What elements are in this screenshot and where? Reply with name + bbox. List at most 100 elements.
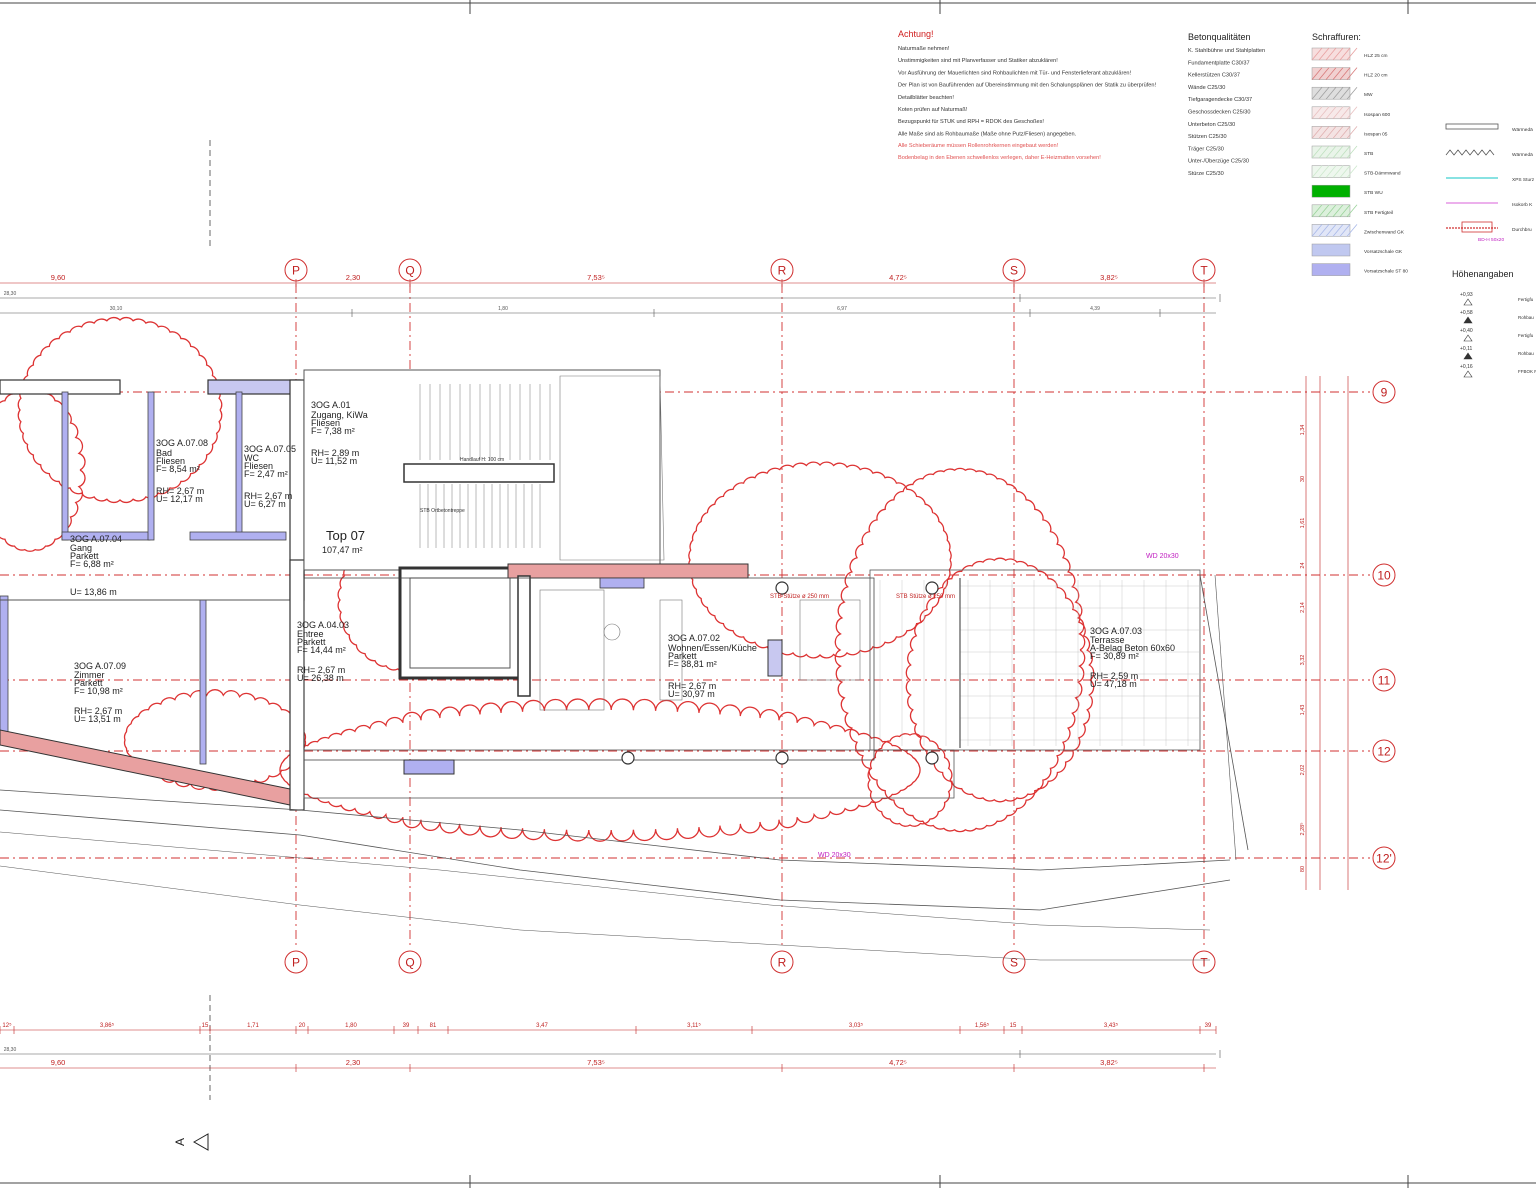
svg-text:Wohnen/Essen/Küche: Wohnen/Essen/Küche bbox=[668, 643, 757, 653]
grid-bubble bbox=[1372, 563, 1396, 587]
svg-text:U= 30,97 m: U= 30,97 m bbox=[668, 689, 715, 699]
grid-letter: R bbox=[778, 264, 787, 278]
dimension-label: 3,11⁵ bbox=[687, 1022, 701, 1029]
grid-bubble bbox=[1372, 739, 1396, 763]
svg-text:3OG A.07.08: 3OG A.07.08 bbox=[156, 438, 208, 448]
concrete-item: Kellerstützen C30/37 bbox=[1188, 73, 1240, 79]
hatch-label: HLZ 25 cm bbox=[1364, 53, 1387, 59]
svg-text:U= 11,52 m: U= 11,52 m bbox=[311, 456, 357, 466]
note-line: Alle Maße sind als Rohbaumaße (Maße ohne… bbox=[898, 131, 1077, 137]
svg-text:3OG A.01: 3OG A.01 bbox=[311, 400, 351, 410]
hatch-label: Vorsatzschale ST 80 bbox=[1364, 269, 1408, 275]
wd-label-2: WD 20x30 bbox=[818, 852, 851, 859]
height-value: +0,40 bbox=[1460, 328, 1473, 334]
grid-letter: Q bbox=[405, 264, 414, 278]
svg-text:F= 6,88 m²: F= 6,88 m² bbox=[70, 559, 114, 569]
room-wohnen: 3OG A.07.02 Wohnen/Essen/Küche Parkett F… bbox=[668, 633, 757, 699]
svg-text:F= 30,89 m²: F= 30,89 m² bbox=[1090, 651, 1139, 661]
height-value: +0,11 bbox=[1460, 346, 1472, 352]
concrete-qualities: Betonqualitäten K. Stahlbühne und Stahlp… bbox=[1188, 32, 1265, 177]
svg-text:Parkett: Parkett bbox=[297, 637, 326, 647]
svg-text:Parkett: Parkett bbox=[74, 678, 103, 688]
room-zimmer: 3OG A.07.09 Zimmer Parkett F= 10,98 m² R… bbox=[74, 661, 126, 724]
svg-text:F= 10,98 m²: F= 10,98 m² bbox=[74, 686, 123, 696]
dimension-label: 15 bbox=[202, 1023, 209, 1029]
note-line: Bezugspunkt für STUK und RPH = RDOK des … bbox=[898, 119, 1044, 125]
svg-text:Fliesen: Fliesen bbox=[156, 456, 185, 466]
grid-number: 10 bbox=[1377, 569, 1391, 583]
dimension-label: 81 bbox=[430, 1023, 437, 1029]
dimension-label: 39 bbox=[1205, 1023, 1212, 1029]
room-bad: 3OG A.07.08 Bad Fliesen F= 8,54 m² RH= 2… bbox=[156, 438, 208, 504]
grid-letter: S bbox=[1010, 264, 1018, 278]
grid-letter: T bbox=[1200, 956, 1208, 970]
dimension-label: 2,30 bbox=[346, 1058, 361, 1067]
grid-bubble bbox=[1192, 950, 1216, 974]
dimension-label: 80 bbox=[1300, 866, 1306, 872]
dimension-label: 3,43⁵ bbox=[1104, 1022, 1119, 1029]
svg-text:Fliesen: Fliesen bbox=[244, 461, 273, 471]
svg-text:3OG A.07.09: 3OG A.07.09 bbox=[74, 661, 126, 671]
svg-text:3OG A.07.05: 3OG A.07.05 bbox=[244, 444, 296, 454]
note-line: Naturmaße nehmen! bbox=[898, 46, 950, 52]
grid-number: 9 bbox=[1381, 386, 1388, 400]
legend-right-label: Durchbru bbox=[1512, 227, 1532, 233]
note-warning-line: Bodenbelag in den Ebenen schwellenlos ve… bbox=[898, 155, 1101, 161]
hatch-label: Isospan 05 bbox=[1364, 131, 1388, 137]
svg-text:Terrasse: Terrasse bbox=[1090, 635, 1125, 645]
column-label-1: STB Stütze ø 250 mm bbox=[770, 594, 829, 600]
height-value: +0,93 bbox=[1460, 292, 1473, 298]
concrete-item: Unterbeton C25/30 bbox=[1188, 122, 1235, 128]
dimension-label: 1,80 bbox=[498, 306, 508, 312]
dimension-label: 15 bbox=[1010, 1023, 1017, 1029]
stair-label: STB Ortbetontreppe bbox=[420, 508, 465, 514]
dimension-label: 28,30 bbox=[4, 1047, 17, 1053]
dimension-label: 7,53⁵ bbox=[587, 273, 605, 282]
hatch-label: Isospan 600 bbox=[1364, 112, 1390, 118]
dimension-label: 4,39 bbox=[1090, 306, 1100, 312]
legend-right-label: Wärmedä bbox=[1512, 152, 1533, 158]
height-label: Fertigfu bbox=[1518, 297, 1534, 302]
dimension-label: 1,80 bbox=[345, 1023, 357, 1029]
concrete-item: Stützen C25/30 bbox=[1188, 134, 1227, 140]
grid-bubble bbox=[1372, 380, 1396, 404]
dimension-label: 39 bbox=[403, 1023, 410, 1029]
dimension-label: 1,43 bbox=[1300, 705, 1306, 716]
concrete-item: Fundamentplatte C30/37 bbox=[1188, 60, 1250, 66]
dimension-label: 24 bbox=[1300, 562, 1306, 568]
dimension-label: 1,56⁵ bbox=[975, 1022, 990, 1029]
note-line: Unstimmigkeiten sind mit Planverfasser u… bbox=[898, 58, 1058, 64]
svg-text:Bad: Bad bbox=[156, 448, 172, 458]
grid-letter: Q bbox=[405, 956, 414, 970]
dimension-label: 3,03⁵ bbox=[849, 1022, 864, 1029]
dimension-label: 9,60 bbox=[51, 273, 66, 282]
hatch-label: MW bbox=[1364, 92, 1373, 98]
svg-text:A: A bbox=[173, 1138, 187, 1146]
room-entree: 3OG A.04.03 Entree Parkett F= 14,44 m² R… bbox=[297, 620, 349, 683]
concrete-item: Unter-/Überzüge C25/30 bbox=[1188, 158, 1249, 165]
grid-letter: S bbox=[1010, 956, 1018, 970]
svg-text:U= 12,17 m: U= 12,17 m bbox=[156, 494, 203, 504]
svg-text:Fliesen: Fliesen bbox=[311, 418, 340, 428]
svg-text:3OG A.04.03: 3OG A.04.03 bbox=[297, 620, 349, 630]
height-value: +0,16 bbox=[1460, 364, 1473, 370]
concrete-item: Tiefgaragendecke C30/37 bbox=[1188, 97, 1252, 103]
svg-text:Entree: Entree bbox=[297, 629, 324, 639]
dimension-label: 7,53⁵ bbox=[587, 1058, 605, 1067]
dimension-label: 1,71 bbox=[247, 1023, 259, 1029]
annotations: WD 20x30 WD 20x30 STB Stütze ø 250 mm ST… bbox=[173, 457, 1179, 1151]
height-label: Rohbau bbox=[1518, 315, 1534, 320]
svg-text:3OG A.07.04: 3OG A.07.04 bbox=[70, 534, 122, 544]
room-zugang: 3OG A.01 Zugang, KiWa Fliesen F= 7,38 m²… bbox=[311, 400, 368, 466]
note-line: Koten prüfen auf Naturmaß! bbox=[898, 107, 968, 113]
grid-number: 12 bbox=[1377, 745, 1391, 759]
dimension-label: 1,34 bbox=[1300, 425, 1306, 436]
hatch-label: Vorsatzschale GK bbox=[1364, 249, 1403, 255]
grid-letter: P bbox=[292, 956, 300, 970]
legend-right-label: XPS Sturz bbox=[1512, 177, 1535, 183]
svg-text:3OG A.07.02: 3OG A.07.02 bbox=[668, 633, 720, 643]
grid-bubble bbox=[398, 950, 422, 974]
